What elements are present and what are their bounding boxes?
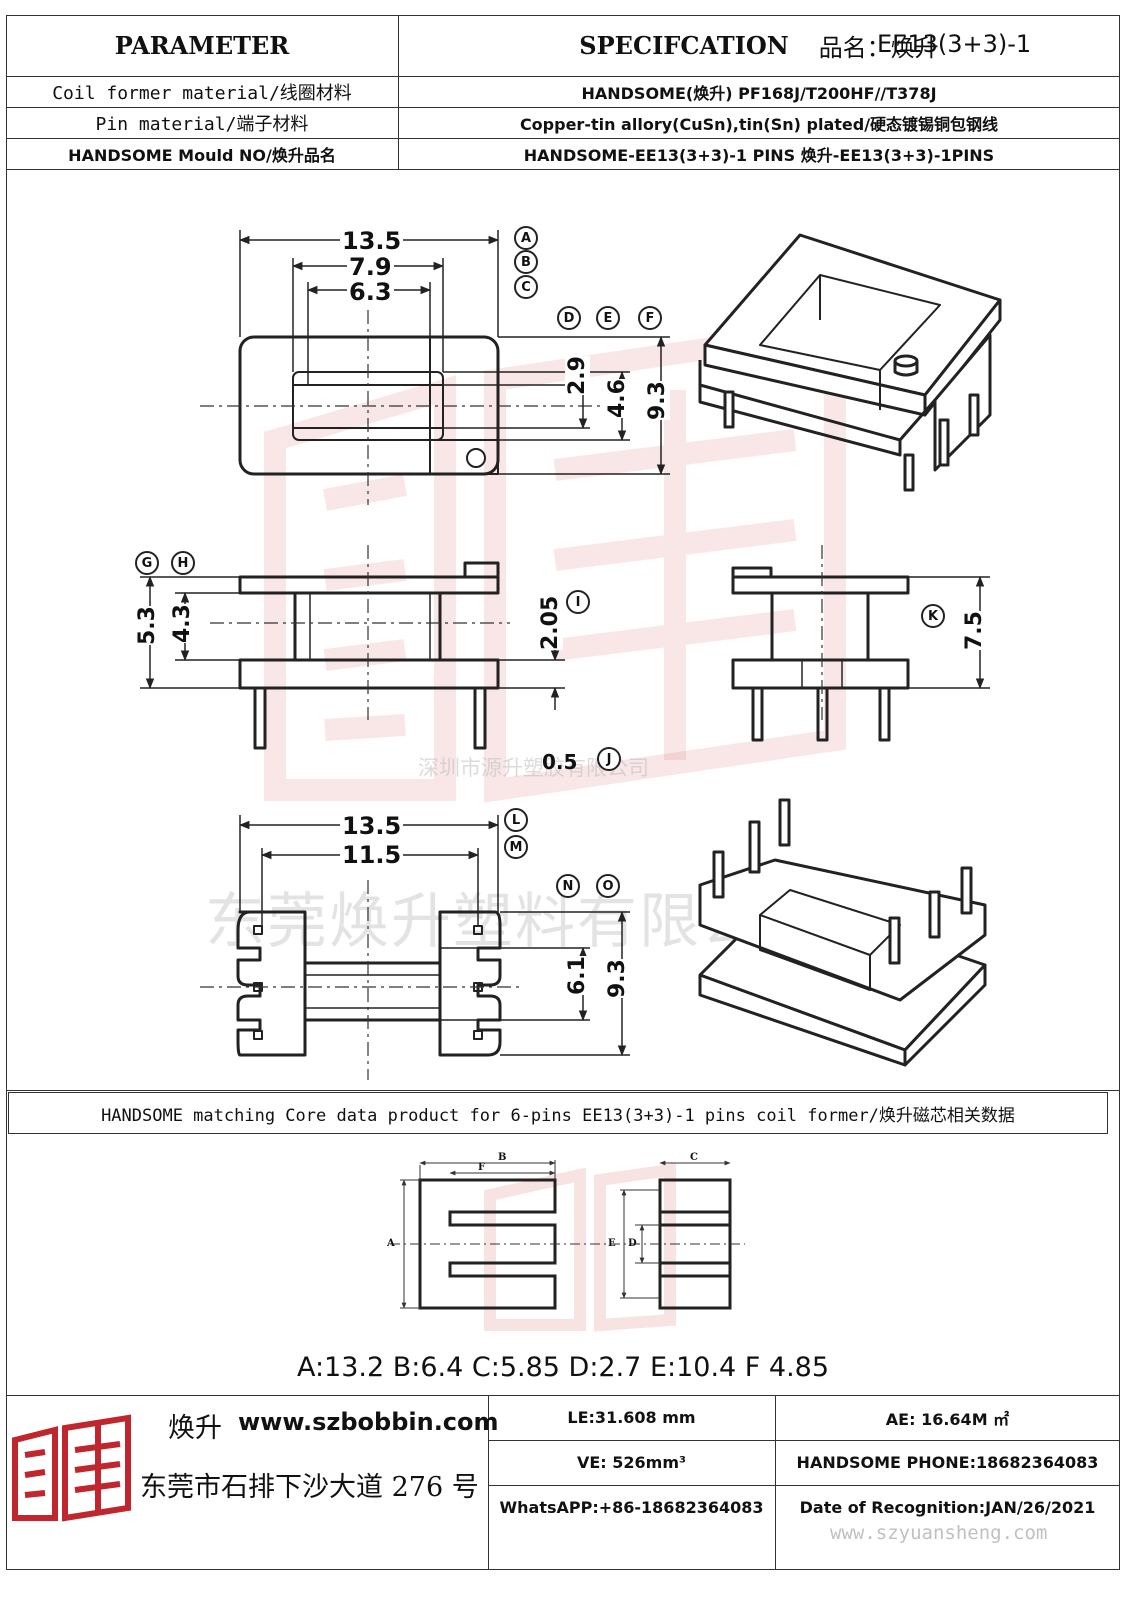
param-label-pin: Pin material/端子材料	[95, 113, 309, 135]
spec-title: SPECIFCATION	[579, 31, 789, 60]
footer-column-divider	[488, 1395, 489, 1570]
bottom-view-left-flange	[236, 910, 307, 1057]
dim-label-b: 7.9	[347, 253, 394, 281]
footer-divider	[6, 1395, 1120, 1396]
callout-a: A	[514, 226, 538, 250]
datasheet-frame	[6, 15, 1120, 1570]
company-logo	[12, 1414, 131, 1522]
core-label-a: A	[387, 1238, 395, 1249]
dim-label-d: 2.9	[565, 356, 590, 395]
dim-label-m: 11.5	[340, 841, 404, 869]
core-section-divider	[6, 1090, 1120, 1091]
spec-ve: VE: 526mm³	[576, 1453, 687, 1472]
watermark-website: www.szyuansheng.com	[830, 1522, 1048, 1544]
callout-c: C	[514, 275, 538, 299]
column-divider	[398, 15, 399, 169]
param-value-pin: Copper-tin allory(CuSn),tin(Sn) plated/硬…	[519, 114, 999, 134]
bottom-view-right-flange	[438, 910, 502, 1057]
dim-label-a: 13.5	[340, 227, 404, 255]
parameter-heading: PARAMETER	[114, 31, 290, 60]
core-label-e: E	[608, 1238, 616, 1249]
callout-l: L	[504, 808, 528, 832]
dim-label-n: 6.1	[565, 956, 590, 995]
contact-whatsapp: WhatsAPP:+86-18682364083	[499, 1498, 764, 1517]
side-view-bottom-flange	[238, 658, 500, 690]
product-name-label: 品名：焕升	[818, 34, 939, 62]
footer-brand: 焕升	[168, 1413, 222, 1444]
core-label-b: B	[498, 1152, 507, 1163]
core-label-d: D	[628, 1238, 637, 1249]
param-value-mould: HANDSOME-EE13(3+3)-1 PINS 焕升-EE13(3+3)-1…	[523, 145, 995, 165]
dim-label-k: 7.5	[962, 611, 987, 650]
callout-i: I	[566, 590, 590, 614]
callout-g: G	[135, 551, 159, 575]
callout-k: K	[921, 604, 945, 628]
spec-le: LE:31.608 mm	[567, 1408, 696, 1427]
core-label-f: F	[478, 1162, 486, 1173]
callout-b: B	[514, 250, 538, 274]
footer-address: 东莞市石排下沙大道 276 号	[140, 1472, 479, 1503]
row-divider	[6, 169, 1120, 170]
callout-m: M	[504, 835, 528, 859]
callout-o: O	[596, 874, 620, 898]
param-label-mould: HANDSOME Mould NO/焕升品名	[68, 145, 336, 165]
spec-ae: AE: 16.64M ㎡	[885, 1409, 1010, 1429]
row-divider	[6, 107, 1120, 108]
footer-row-divider	[488, 1440, 1120, 1441]
footer-column-divider	[775, 1395, 776, 1570]
callout-d: D	[557, 306, 581, 330]
core-title-box	[8, 1092, 1108, 1134]
product-model: EE13(3+3)-1	[877, 30, 1032, 58]
contact-phone: HANDSOME PHONE:18682364083	[796, 1453, 1099, 1472]
specification-heading: SPECIFCATION 品名：焕升	[398, 15, 1120, 76]
core-drawing	[390, 1160, 745, 1332]
dim-label-e: 4.6	[605, 379, 630, 418]
footer-website: www.szbobbin.com	[238, 1408, 499, 1436]
callout-n: N	[556, 874, 580, 898]
core-label-c: C	[690, 1152, 698, 1163]
header-divider	[6, 76, 1120, 77]
callout-f: F	[638, 306, 662, 330]
e-core-front	[418, 1178, 557, 1310]
dim-label-h: 4.3	[170, 604, 195, 643]
isometric-top-view	[698, 233, 1002, 492]
callout-j: J	[597, 747, 621, 771]
dim-label-f: 9.3	[645, 381, 670, 420]
callout-e: E	[596, 306, 620, 330]
param-value-coil: HANDSOME(焕升) PF168J/T200HF//T378J	[581, 83, 937, 103]
dim-label-g: 5.3	[135, 606, 160, 645]
bobbin-drawing	[140, 230, 1002, 1080]
param-label-coil: Coil former material/线圈材料	[52, 82, 352, 104]
dim-label-j: 0.5	[542, 750, 578, 774]
footer-row-divider	[488, 1485, 1120, 1486]
core-section-title: HANDSOME matching Core data product for …	[101, 1105, 1015, 1126]
isometric-bottom-view	[698, 798, 987, 1067]
side-view-top-flange	[238, 575, 500, 595]
row-divider	[6, 138, 1120, 139]
callout-h: H	[171, 551, 195, 575]
dim-label-l: 13.5	[340, 812, 404, 840]
dim-label-c: 6.3	[347, 278, 394, 306]
recognition-date: Date of Recognition:JAN/26/2021	[799, 1498, 1096, 1517]
dim-label-i: 2.05	[538, 595, 563, 650]
dim-label-o: 9.3	[605, 959, 630, 998]
core-dimensions: A:13.2 B:6.4 C:5.85 D:2.7 E:10.4 F 4.85	[296, 1351, 830, 1383]
